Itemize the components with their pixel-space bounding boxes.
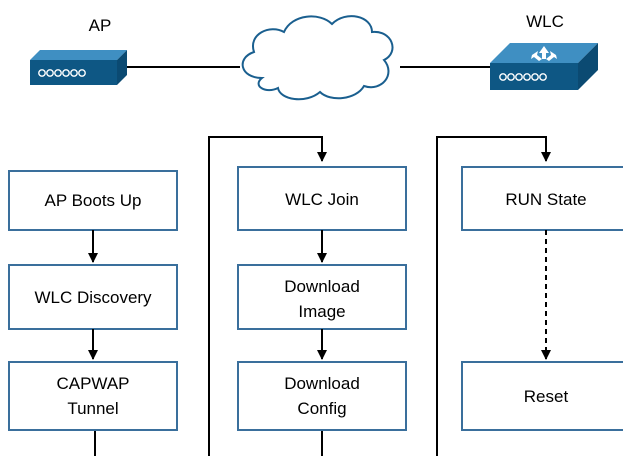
left-column: AP Boots Up WLC Discovery CAPWAP Tunnel: [8, 170, 178, 431]
middle-column: WLC Join Download Image Download Config: [237, 166, 407, 431]
connector-right-return: [436, 136, 551, 456]
step-label-wlc-discovery: WLC Discovery: [34, 288, 152, 307]
access-point-icon: [30, 50, 127, 85]
step-box-run-state: [461, 166, 623, 231]
wireless-lan-controller-icon: [490, 43, 598, 90]
step-box-reset: [461, 361, 623, 431]
step-label-download-config-line1: Download: [284, 374, 360, 393]
step-label-download-image-line1: Download: [284, 277, 360, 296]
step-label-capwap-line1: CAPWAP: [56, 374, 129, 393]
step-box-download-config: [237, 361, 407, 431]
step-label-download-image-line2: Image: [298, 302, 345, 321]
cloud-icon: [241, 15, 394, 101]
right-column: RUN State Reset: [461, 166, 623, 431]
wlc-label: WLC: [526, 12, 564, 31]
step-label-wlc-join: WLC Join: [285, 190, 359, 209]
step-box-wlc-discovery: [8, 264, 178, 330]
step-box-capwap-tunnel: [8, 361, 178, 431]
step-label-reset: Reset: [524, 387, 569, 406]
step-box-ap-boots-up: [8, 170, 178, 231]
step-label-ap-boots-up: AP Boots Up: [44, 191, 141, 210]
step-box-download-image: [237, 264, 407, 330]
connector-middle-return: [208, 136, 327, 456]
step-label-capwap-line2: Tunnel: [67, 399, 118, 418]
step-box-wlc-join: [237, 166, 407, 231]
ap-label: AP: [89, 16, 112, 35]
step-label-run-state: RUN State: [505, 190, 586, 209]
step-label-download-config-line2: Config: [297, 399, 346, 418]
